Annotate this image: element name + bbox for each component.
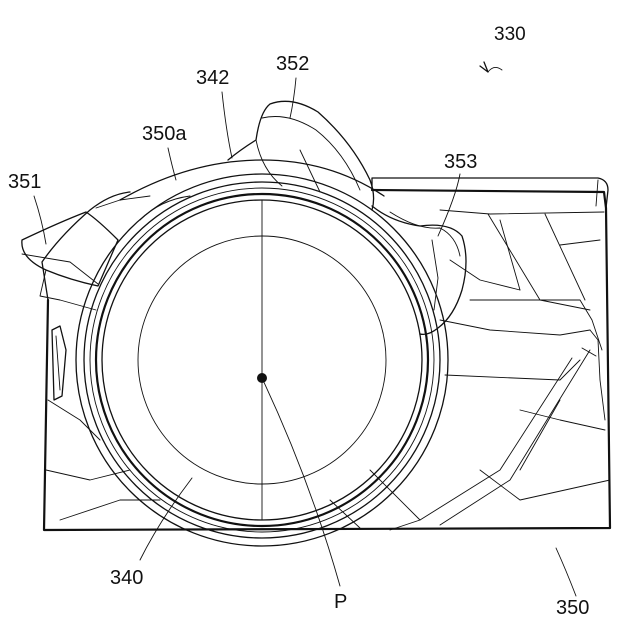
label-353: 353 <box>444 151 477 173</box>
label-350a: 350a <box>142 123 187 145</box>
label-352: 352 <box>276 53 309 75</box>
label-350: 350 <box>556 597 589 619</box>
ear-353 <box>372 206 466 334</box>
label-342: 342 <box>196 67 229 89</box>
disc-340 <box>96 194 428 526</box>
label-340: 340 <box>110 567 143 589</box>
leader-lines <box>34 62 576 596</box>
label-p: P <box>334 591 347 613</box>
figure-number-label: 330 <box>494 24 526 45</box>
label-351: 351 <box>8 171 41 193</box>
